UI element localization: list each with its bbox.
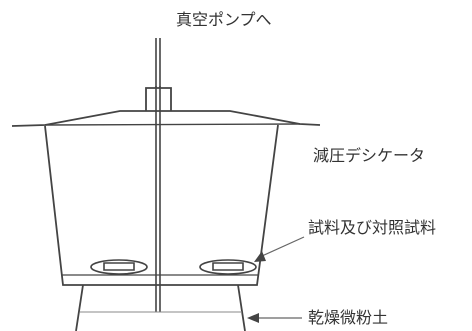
vacuum-pump-label: 真空ポンプへ — [176, 10, 272, 29]
dry-soil-label: 乾燥微粉土 — [308, 308, 389, 327]
samples-pointer — [254, 237, 304, 262]
desiccator-label: 減圧デシケータ — [313, 146, 426, 165]
vacuum-tube — [156, 38, 160, 312]
sample-dish-left — [91, 260, 147, 274]
samples-label: 試料及び対照試料 — [308, 218, 437, 237]
desiccator-body — [45, 125, 278, 285]
sample-dish-right — [200, 260, 256, 274]
desiccator-lid — [12, 111, 320, 126]
lid-knob — [146, 88, 171, 111]
lid-rim — [45, 124, 300, 125]
soil-pointer — [247, 313, 302, 323]
soil-vessel — [76, 285, 245, 331]
